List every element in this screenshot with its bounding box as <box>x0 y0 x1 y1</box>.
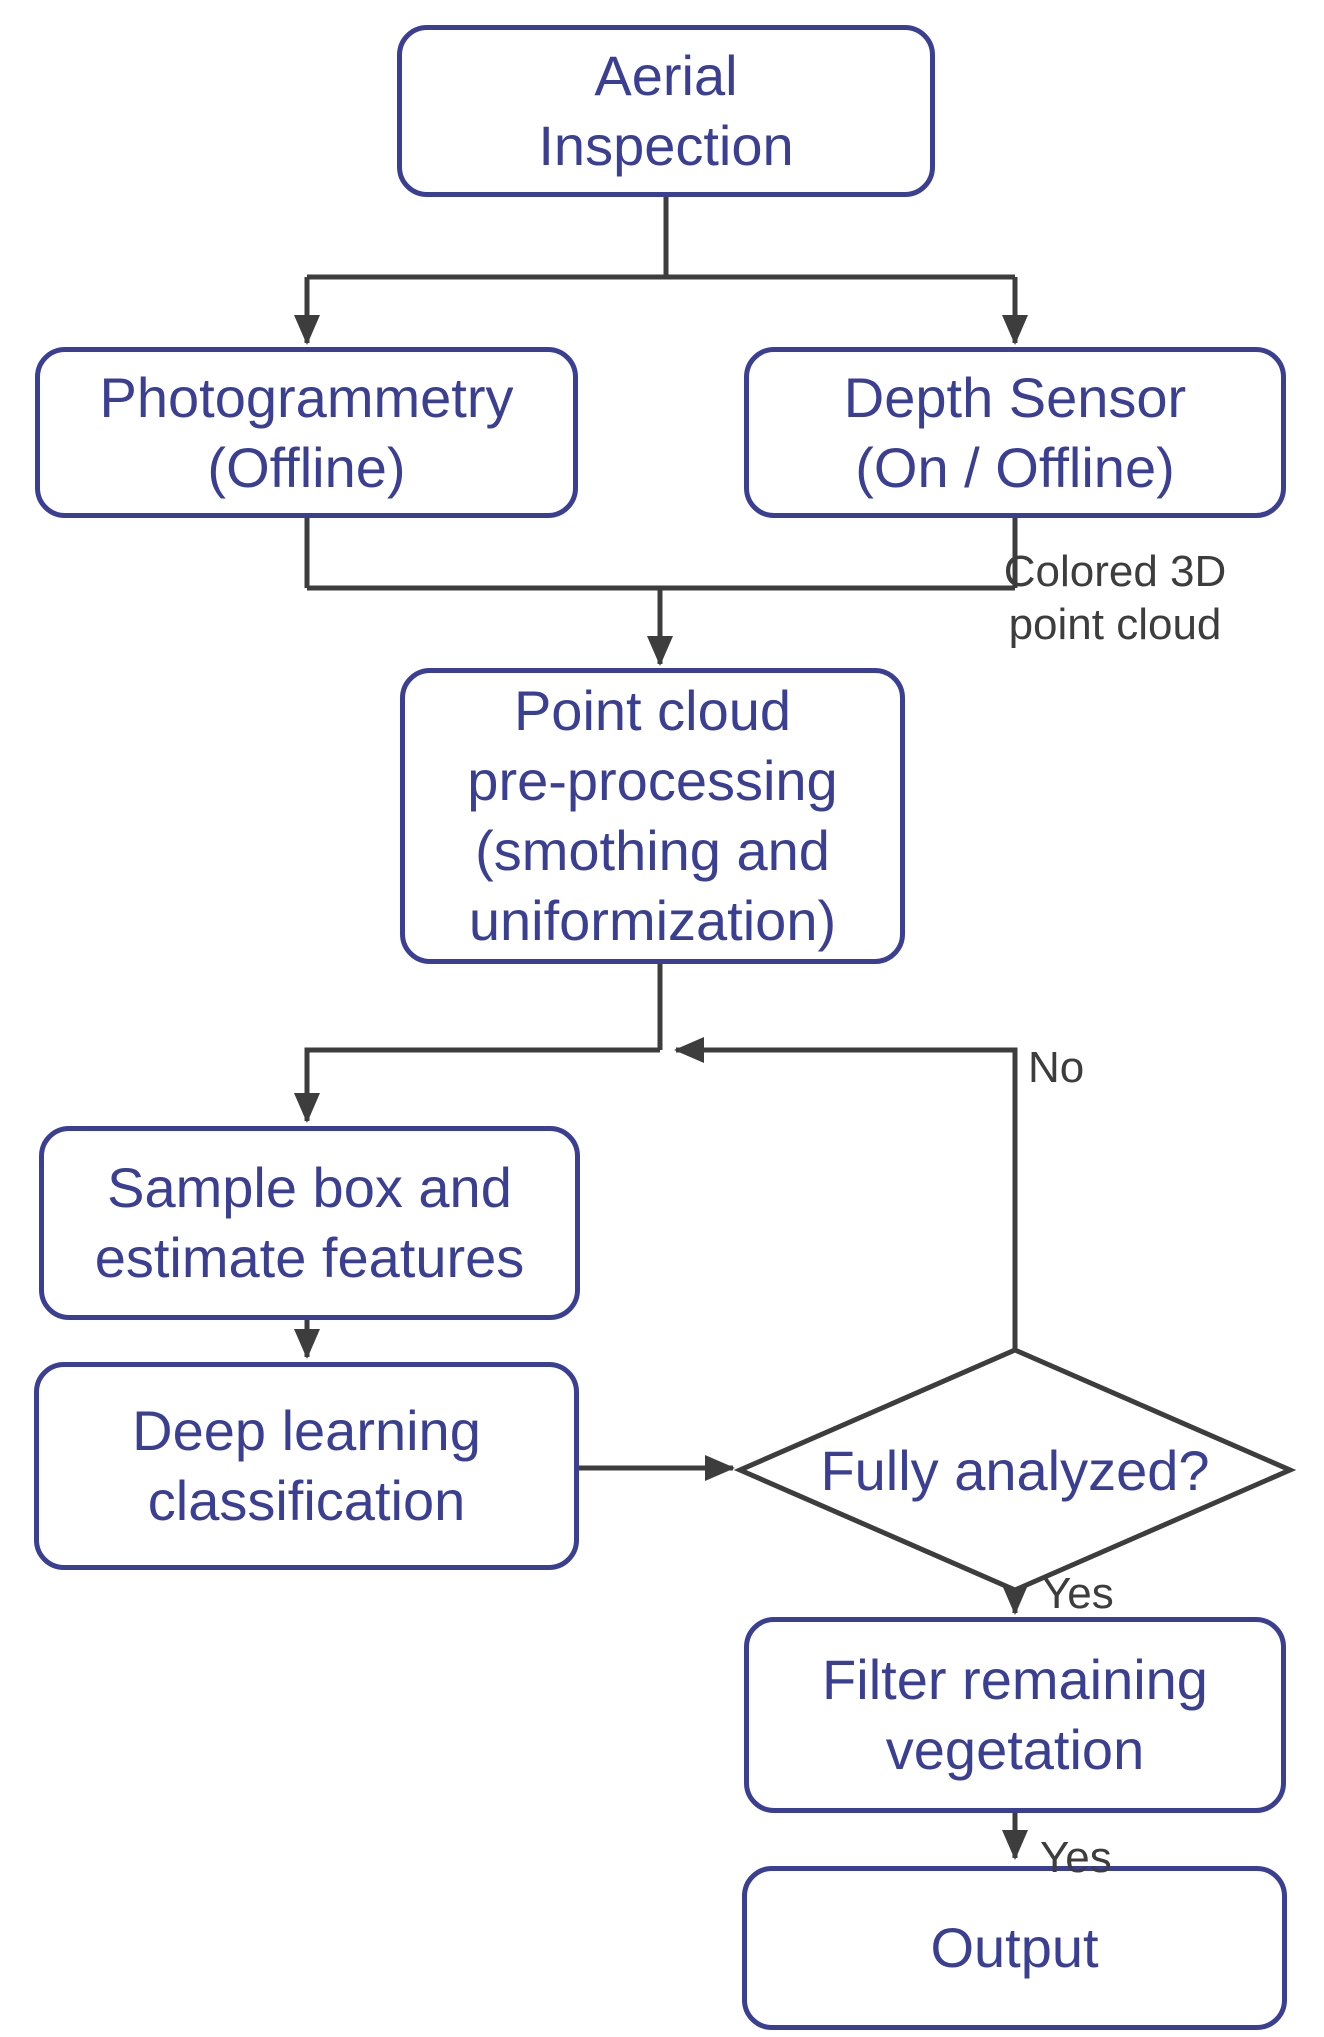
node-point-cloud-preprocessing-label: Point cloud pre-processing (smothing and… <box>467 679 838 952</box>
connector-no-feedback <box>674 1037 1018 1352</box>
connector-merge-bar <box>304 518 1018 591</box>
node-photogrammetry-label: Photogrammetry (Offline) <box>99 365 514 499</box>
node-output-label: Output <box>930 1916 1099 1979</box>
node-sample-box: Sample box and estimate features <box>39 1126 580 1320</box>
node-aerial-inspection-label: Aerial Inspection <box>538 44 794 177</box>
node-filter-vegetation: Filter remaining vegetation <box>744 1617 1286 1813</box>
node-photogrammetry: Photogrammetry (Offline) <box>35 347 578 518</box>
node-point-cloud-preprocessing: Point cloud pre-processing (smothing and… <box>400 668 905 964</box>
node-fully-analyzed-label: Fully analyzed? <box>820 1438 1210 1502</box>
node-deep-learning: Deep learning classification <box>34 1362 579 1570</box>
edge-label-yes-filter: Yes <box>1042 1569 1114 1618</box>
node-sample-box-label: Sample box and estimate features <box>94 1156 525 1289</box>
connector-aerial-split <box>307 197 1015 280</box>
edge-label-yes-output: Yes <box>1040 1833 1112 1882</box>
node-depth-sensor: Depth Sensor (On / Offline) <box>744 347 1286 518</box>
edge-label-colored-point-cloud: Colored 3D point cloud <box>1003 547 1227 649</box>
node-output: Output <box>742 1866 1287 2030</box>
edge-label-no: No <box>1028 1043 1085 1092</box>
node-filter-vegetation-label: Filter remaining vegetation <box>822 1648 1208 1781</box>
node-deep-learning-label: Deep learning classification <box>132 1399 481 1532</box>
connector-arrow-to-sample-box <box>294 1047 660 1123</box>
decision-diamond-shape <box>733 1347 1297 1593</box>
node-aerial-inspection: Aerial Inspection <box>397 25 935 197</box>
node-depth-sensor-label: Depth Sensor (On / Offline) <box>843 365 1187 499</box>
